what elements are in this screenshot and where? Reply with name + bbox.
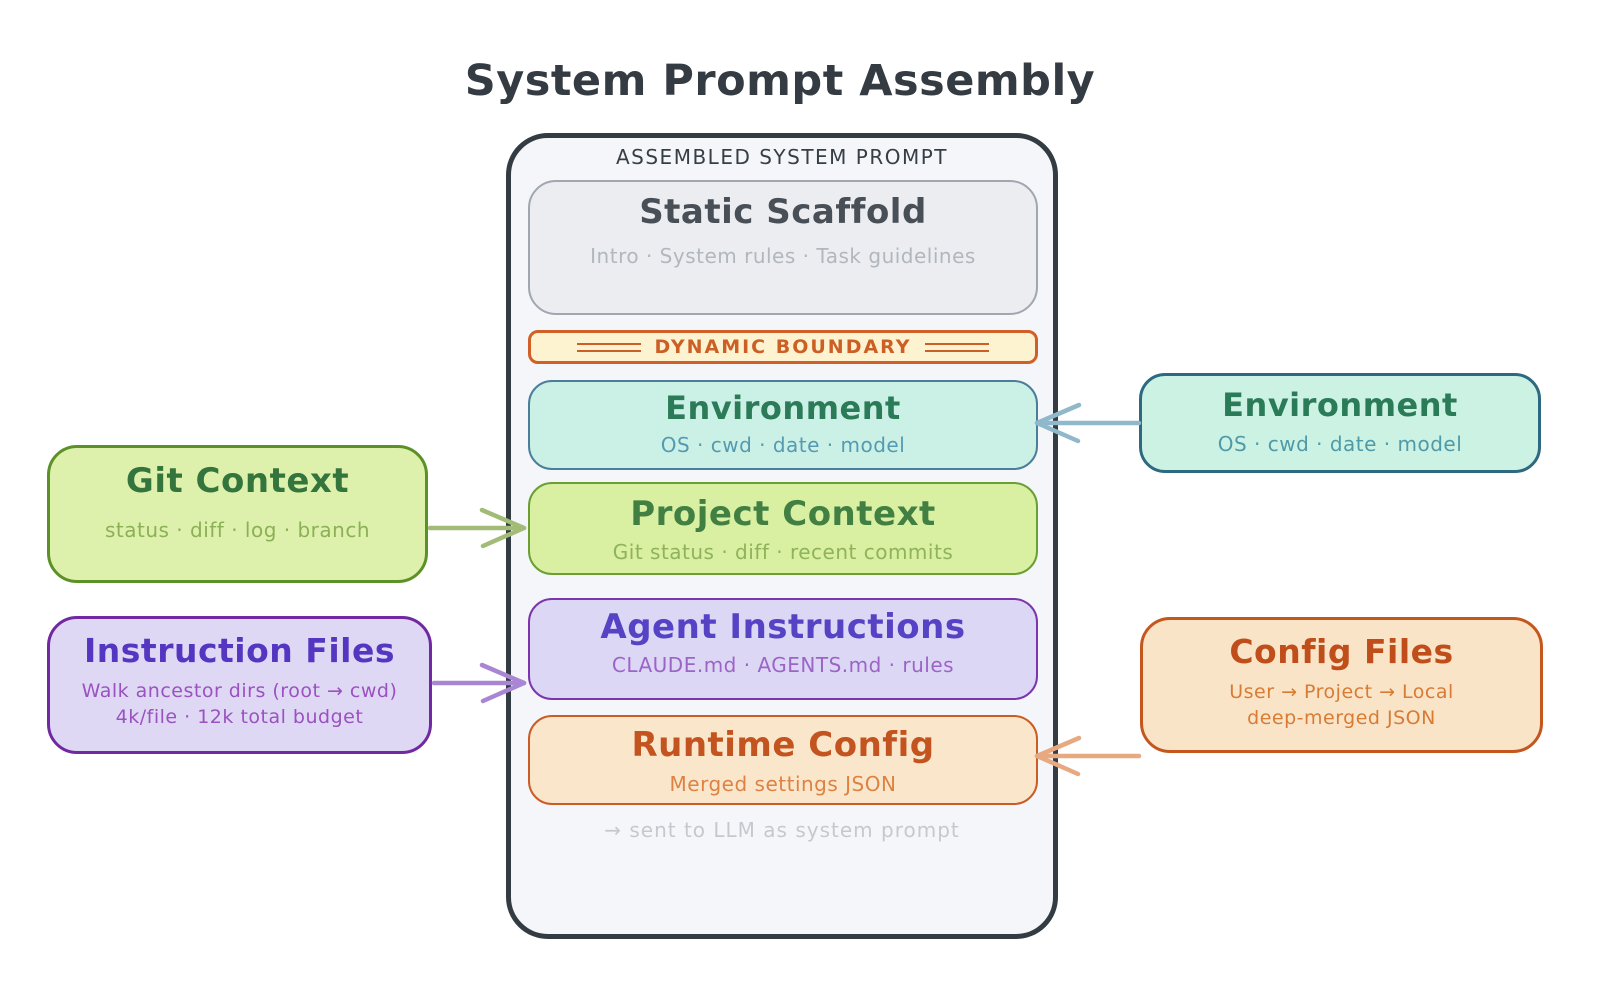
static-scaffold-card: Static Scaffold Intro · System rules · T…: [528, 180, 1038, 315]
git-context-subtitle: status · diff · log · branch: [104, 518, 370, 542]
assembled-prompt-container: ASSEMBLED SYSTEM PROMPT Static Scaffold …: [506, 133, 1058, 939]
instruction-files-lines: Walk ancestor dirs (root → cwd) 4k/file …: [82, 680, 398, 728]
instruction-files-box: Instruction Files Walk ancestor dirs (ro…: [47, 616, 432, 754]
dynamic-boundary-label: DYNAMIC BOUNDARY: [654, 336, 912, 358]
static-scaffold-title: Static Scaffold: [639, 192, 927, 232]
assembled-prompt-label: ASSEMBLED SYSTEM PROMPT: [615, 145, 949, 169]
project-context-card: Project Context Git status · diff · rece…: [528, 482, 1038, 575]
project-context-subtitle: Git status · diff · recent commits: [612, 539, 954, 564]
git-context-title: Git Context: [125, 461, 350, 501]
config-files-box: Config Files User → Project → Local deep…: [1140, 617, 1543, 753]
config-files-line-1: User → Project → Local: [1229, 681, 1454, 703]
agent-instructions-subtitle: CLAUDE.md · AGENTS.md · rules: [611, 653, 955, 677]
environment-source-title: Environment: [1222, 386, 1458, 424]
instruction-files-line-1: Walk ancestor dirs (root → cwd): [81, 680, 398, 702]
environment-source-subtitle: OS · cwd · date · model: [1217, 432, 1463, 456]
instruction-files-line-2: 4k/file · 12k total budget: [115, 706, 364, 728]
environment-card-subtitle: OS · cwd · date · model: [660, 433, 906, 457]
instruction-files-title: Instruction Files: [84, 631, 395, 670]
config-files-title: Config Files: [1229, 632, 1454, 671]
environment-card: Environment OS · cwd · date · model: [528, 380, 1038, 470]
boundary-double-line-right: [924, 342, 989, 352]
agent-instructions-title: Agent Instructions: [600, 607, 966, 647]
boundary-double-line-left: [577, 342, 642, 352]
static-scaffold-subtitle: Intro · System rules · Task guidelines: [590, 244, 976, 268]
runtime-config-subtitle: Merged settings JSON: [669, 771, 897, 796]
sent-to-llm-note: → sent to LLM as system prompt: [604, 818, 960, 842]
runtime-config-title: Runtime Config: [631, 724, 935, 765]
environment-card-title: Environment: [665, 389, 901, 427]
environment-source-box: Environment OS · cwd · date · model: [1139, 373, 1541, 473]
git-context-box: Git Context status · diff · log · branch: [47, 445, 428, 583]
dynamic-boundary-banner: DYNAMIC BOUNDARY: [528, 330, 1038, 364]
diagram-title: System Prompt Assembly: [464, 56, 1096, 106]
config-files-line-2: deep-merged JSON: [1247, 707, 1436, 729]
agent-instructions-card: Agent Instructions CLAUDE.md · AGENTS.md…: [528, 598, 1038, 700]
runtime-config-card: Runtime Config Merged settings JSON: [528, 715, 1038, 805]
project-context-title: Project Context: [630, 493, 936, 534]
config-files-lines: User → Project → Local deep-merged JSON: [1229, 681, 1454, 729]
